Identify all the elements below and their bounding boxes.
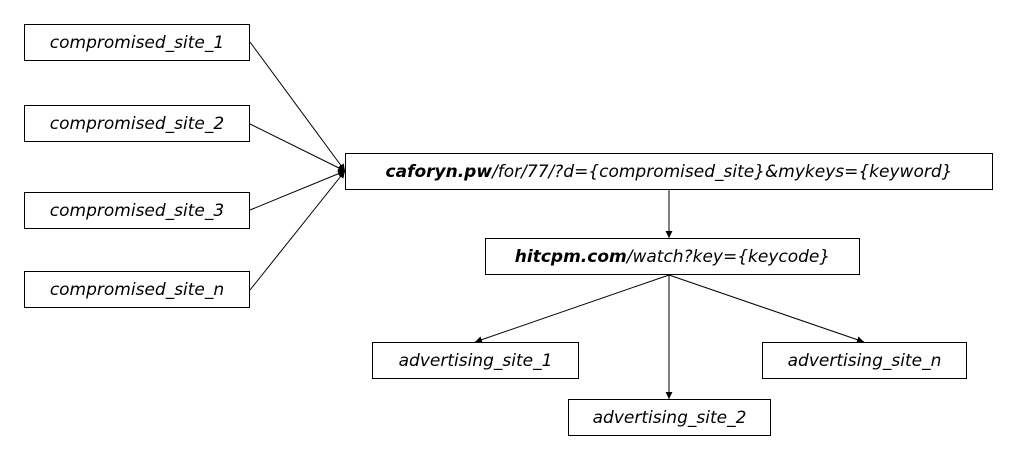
edge-compromised-site-2-to-redirector <box>249 123 346 172</box>
advertising-site-n-label: advertising_site_n <box>787 350 942 371</box>
compromised-site-2-node: compromised_site_2 <box>24 105 250 142</box>
compromised-site-2-label: compromised_site_2 <box>49 113 225 134</box>
edge-compromised-site-1-to-redirector <box>249 41 346 172</box>
compromised-site-n-label: compromised_site_n <box>49 279 225 300</box>
advertising-site-1-node: advertising_site_1 <box>372 342 579 379</box>
advertising-site-2-label: advertising_site_2 <box>592 407 747 428</box>
edge-ad-network-to-advertising-site-n <box>668 274 865 344</box>
compromised-site-n-node: compromised_site_n <box>24 271 250 308</box>
redirector-node: caforyn.pw/for/77/?d={compromised_site}&… <box>345 153 993 190</box>
advertising-site-1-label: advertising_site_1 <box>398 350 553 371</box>
redirector-host: caforyn.pw <box>385 161 493 182</box>
compromised-site-3-label: compromised_site_3 <box>49 200 225 221</box>
compromised-site-1-label: compromised_site_1 <box>49 32 225 53</box>
redirector-path: /for/77/?d={compromised_site}&mykeys={ke… <box>492 161 953 182</box>
ad-network-path: /watch?key={keycode} <box>626 246 831 267</box>
ad-network-host: hitcpm.com <box>514 246 627 267</box>
edge-compromised-site-3-to-redirector <box>249 170 346 211</box>
compromised-site-3-node: compromised_site_3 <box>24 192 250 229</box>
edge-ad-network-to-advertising-site-1 <box>474 274 670 344</box>
advertising-site-2-node: advertising_site_2 <box>568 399 771 436</box>
advertising-site-n-node: advertising_site_n <box>762 342 967 379</box>
compromised-site-1-node: compromised_site_1 <box>24 24 250 61</box>
edge-compromised-site-n-to-redirector <box>249 170 346 291</box>
ad-network-node: hitcpm.com/watch?key={keycode} <box>485 238 860 275</box>
